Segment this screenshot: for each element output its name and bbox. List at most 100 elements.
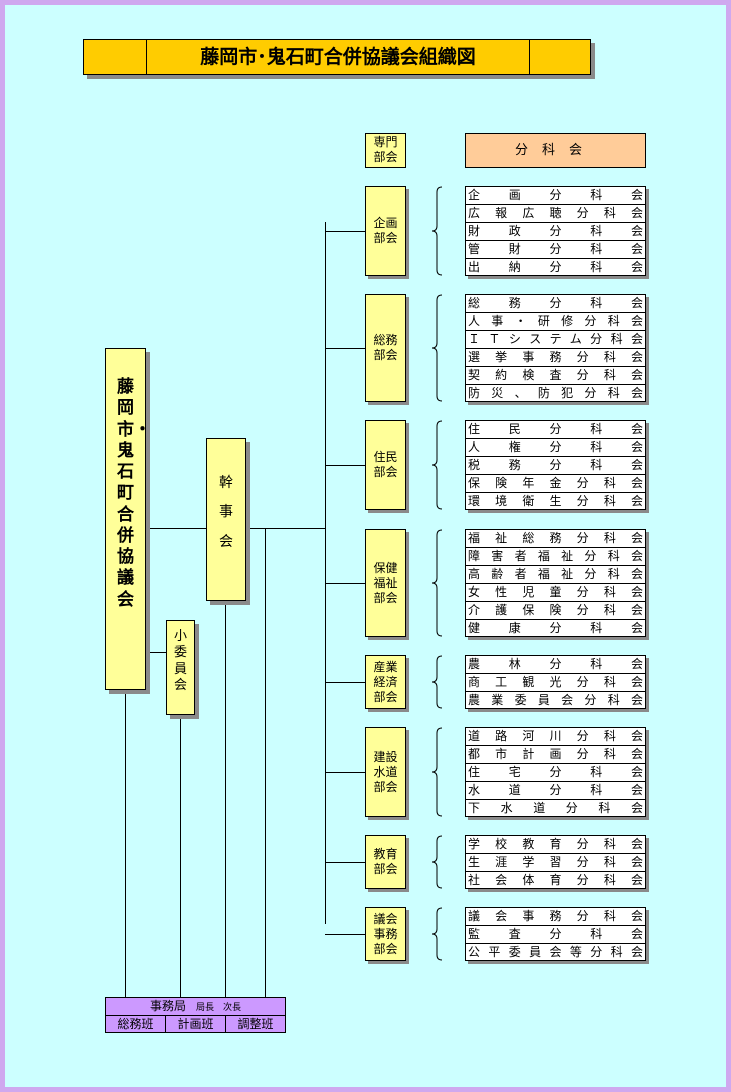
bunkakai-group-2: 住民分科会人権分科会税務分科会保険年金分科会環境衛生分科会: [465, 420, 646, 510]
brace-icon: [431, 294, 443, 402]
bunkakai-item: 選挙事務分科会: [466, 349, 645, 367]
bunkakai-item: 高齢者福祉分科会: [466, 566, 645, 584]
bunkakai-item: ＩＴシステム分科会: [466, 331, 645, 349]
branch-line: [325, 583, 365, 584]
secretariat-teams: 総務班 計画班 調整班: [106, 1016, 285, 1033]
connector-exec-trunk: [246, 528, 326, 529]
bunkakai-item: 保険年金分科会: [466, 475, 645, 493]
bunkakai-group-6: 学校教育分科会生涯学習分科会社会体育分科会: [465, 835, 646, 889]
bunkakai-item: 出納分科会: [468, 260, 643, 274]
executive-box: 幹事会: [206, 438, 246, 601]
department-3: 保健福祉部会: [365, 529, 406, 637]
bunkakai-item: 企画分科会: [466, 187, 645, 205]
connector-exec-secretariat-2: [265, 528, 266, 998]
brace-icon: [431, 420, 443, 510]
department-label: 建設水道部会: [373, 749, 398, 794]
bunkakai-item: 水道分科会: [466, 782, 645, 800]
bunkakai-item: 道路河川分科会: [466, 728, 645, 746]
team-chousei: 調整班: [237, 1017, 274, 1031]
branch-line: [325, 348, 365, 349]
bunkakai-group-3: 福祉総務分科会障害者福祉分科会高齢者福祉分科会女性児童分科会介護保険分科会健康分…: [465, 529, 646, 637]
department-7: 議会事務部会: [365, 907, 406, 961]
department-2: 住民部会: [365, 420, 406, 510]
bunkakai-item: 住宅分科会: [466, 764, 645, 782]
team-keikaku: 計画班: [166, 1016, 226, 1033]
branch-line: [325, 231, 365, 232]
secretariat-header: 事務局局長 次長: [106, 998, 285, 1016]
bunkakai-group-0: 企画分科会広報広聴分科会財政分科会管財分科会出納分科会: [465, 186, 646, 276]
department-label: 産業経済部会: [373, 659, 398, 704]
bunkakai-item: 総務分科会: [466, 295, 645, 313]
executive-label: 幹事会: [219, 475, 233, 550]
bunkakai-item: 監査分科会: [466, 926, 645, 944]
connector-council-sub: [146, 652, 166, 653]
bunkakai-item: 農林分科会: [466, 656, 645, 674]
department-label: 企画部会: [373, 216, 398, 245]
bunkakai-item: 障害者福祉分科会: [466, 548, 645, 566]
brace-icon: [431, 186, 443, 276]
bunkakai-item: 人権分科会: [466, 439, 645, 457]
brace-icon: [431, 727, 443, 817]
title-bar: 藤岡市･鬼石町合併協議会組織図: [83, 39, 591, 75]
bunkakai-item: 住民分科会: [466, 421, 645, 439]
department-1: 総務部会: [365, 294, 406, 402]
brace-icon: [431, 655, 443, 709]
bunkakai-item: 税務分科会: [466, 457, 645, 475]
council-box: 藤岡市・鬼石町合併協議会: [105, 348, 151, 690]
department-6: 教育部会: [365, 835, 406, 889]
bunkakai-group-7: 議会事務分科会監査分科会公平委員会等分科会: [465, 907, 646, 961]
bunkakai-item: 農業委員会分科会: [468, 693, 643, 707]
bunkakai-item: 福祉総務分科会: [466, 530, 645, 548]
department-label: 総務部会: [373, 333, 398, 362]
department-0: 企画部会: [365, 186, 406, 276]
header-bunkakai: 分科会: [465, 133, 646, 168]
bunkakai-group-4: 農林分科会商工観光分科会農業委員会分科会: [465, 655, 646, 709]
team-soumu: 総務班: [106, 1016, 166, 1033]
bunkakai-item: 健康分科会: [468, 621, 643, 635]
department-5: 建設水道部会: [365, 727, 406, 817]
branch-line: [325, 934, 365, 935]
branch-line: [325, 465, 365, 466]
connector-exec-secretariat: [225, 601, 226, 998]
secretariat-box: 事務局局長 次長 総務班 計画班 調整班: [105, 997, 286, 1033]
header-senmon-label: 専門部会: [373, 135, 398, 164]
subcommittee-label: 小委員会: [174, 629, 188, 693]
bunkakai-item: 公平委員会等分科会: [468, 945, 643, 959]
department-label: 保健福祉部会: [373, 560, 398, 605]
brace-icon: [431, 907, 443, 961]
bunkakai-item: 生涯学習分科会: [466, 854, 645, 872]
bunkakai-item: 下水道分科会: [468, 801, 643, 815]
subcommittee-box: 小委員会: [166, 620, 195, 715]
bunkakai-item: 女性児童分科会: [466, 584, 645, 602]
brace-icon: [431, 835, 443, 889]
bunkakai-item: 防災、防犯分科会: [468, 386, 643, 400]
department-label: 住民部会: [373, 450, 398, 479]
bunkakai-item: 学校教育分科会: [466, 836, 645, 854]
bunkakai-item: 管財分科会: [466, 241, 645, 259]
branch-line: [325, 682, 365, 683]
bunkakai-item: 社会体育分科会: [468, 873, 643, 887]
department-4: 産業経済部会: [365, 655, 406, 709]
branch-line: [325, 772, 365, 773]
bunkakai-item: 議会事務分科会: [466, 908, 645, 926]
connector-trunk: [325, 222, 326, 924]
secretariat-name: 事務局: [149, 999, 186, 1013]
bunkakai-item: 環境衛生分科会: [468, 494, 643, 508]
bunkakai-item: 契約検査分科会: [466, 367, 645, 385]
header-senmon: 専門部会: [365, 133, 406, 168]
connector-sub-secretariat: [180, 715, 181, 998]
brace-icon: [431, 529, 443, 637]
bunkakai-item: 広報広聴分科会: [466, 205, 645, 223]
bunkakai-item: 都市計画分科会: [466, 746, 645, 764]
department-label: 議会事務部会: [373, 911, 398, 956]
connector-council-exec: [146, 528, 206, 529]
bunkakai-group-5: 道路河川分科会都市計画分科会住宅分科会水道分科会下水道分科会: [465, 727, 646, 817]
secretariat-roles: 局長 次長: [196, 1003, 242, 1013]
council-label: 藤岡市・鬼石町合併協議会: [117, 377, 151, 610]
bunkakai-item: 商工観光分科会: [466, 674, 645, 692]
bunkakai-item: 財政分科会: [466, 223, 645, 241]
page-title: 藤岡市･鬼石町合併協議会組織図: [146, 40, 530, 74]
department-label: 教育部会: [373, 847, 398, 876]
connector-council-secretariat: [125, 690, 126, 998]
